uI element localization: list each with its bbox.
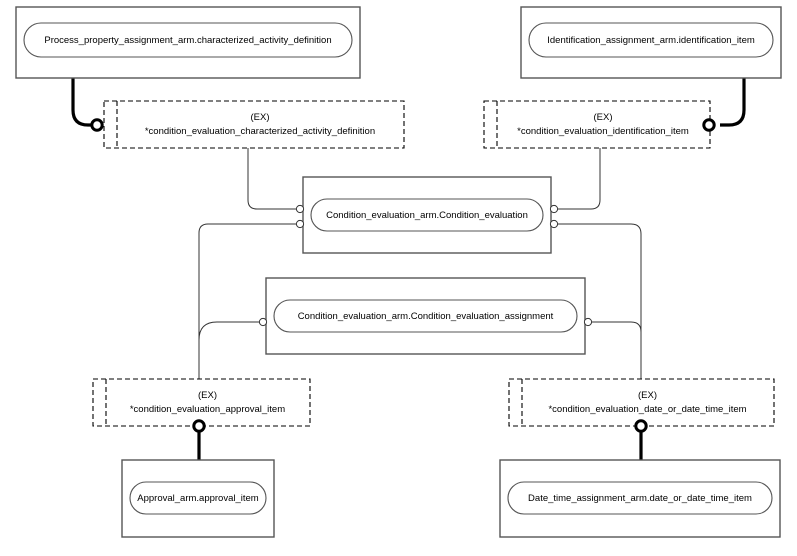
reference-box-tag: (EX) — [638, 390, 657, 401]
reference-box-ref_characterized_activity_definition[interactable]: (EX) *condition_evaluation_characterized_… — [103, 100, 405, 149]
entity-label: Condition_evaluation_arm.Condition_evalu… — [326, 210, 528, 221]
relationship-marker-layer — [90, 118, 716, 433]
entity-process_property_assignment[interactable]: Process_property_assignment_arm.characte… — [15, 6, 361, 79]
reference-box-layer: (EX) *condition_evaluation_characterized_… — [92, 100, 775, 427]
connector-conn_assignment_left_to_approval_ref — [198, 321, 260, 379]
entity-date_or_date_time_item[interactable]: Date_time_assignment_arm.date_or_date_ti… — [499, 459, 781, 538]
reference-box-tag: (EX) — [198, 390, 217, 401]
entity-pill — [23, 22, 353, 58]
reference-box-outline — [103, 100, 405, 149]
connector-conn_assignment_right_to_date_ref — [591, 321, 642, 379]
entity-pill — [507, 481, 773, 515]
connector-conn_ident_to_ref_ident — [720, 78, 746, 127]
marker-circle_ref_ident_right — [702, 118, 716, 132]
marker-circle_cond_eval_left_top — [295, 204, 305, 214]
marker-circle_cond_eval_right_bottom — [549, 219, 559, 229]
reference-box-name: *condition_evaluation_identification_ite… — [517, 126, 689, 137]
reference-box-outline — [483, 100, 711, 149]
entity-pill — [528, 22, 774, 58]
marker-circle_ref_date_bottom — [634, 419, 648, 433]
entity-label: Identification_assignment_arm.identifica… — [547, 35, 755, 46]
marker-circle_assignment_right — [583, 317, 593, 327]
reference-box-outline — [508, 378, 775, 427]
reference-box-name: *condition_evaluation_characterized_acti… — [145, 126, 375, 137]
connector-conn_ref_ident_to_cond_eval — [557, 148, 601, 210]
reference-box-name: *condition_evaluation_approval_item — [130, 404, 285, 415]
entity-pill — [273, 299, 578, 333]
entity-pill — [129, 481, 267, 515]
reference-box-tag: (EX) — [594, 112, 613, 123]
reference-box-ref_date_or_date_time_item[interactable]: (EX) *condition_evaluation_date_or_date_t… — [508, 378, 775, 427]
entity-label: Process_property_assignment_arm.characte… — [44, 35, 331, 46]
marker-circle_cond_eval_left_bottom — [295, 219, 305, 229]
reference-box-outline — [92, 378, 311, 427]
connection-layer — [71, 78, 746, 460]
entity-label: Condition_evaluation_arm.Condition_evalu… — [298, 311, 554, 322]
marker-circle_cond_eval_right_top — [549, 204, 559, 214]
entity-pill — [310, 198, 544, 232]
entity-condition_evaluation_assignment[interactable]: Condition_evaluation_arm.Condition_evalu… — [265, 277, 586, 355]
reference-box-ref_identification_item[interactable]: (EX) *condition_evaluation_identification… — [483, 100, 711, 149]
entity-label: Date_time_assignment_arm.date_or_date_ti… — [528, 493, 752, 504]
reference-box-tag: (EX) — [251, 112, 270, 123]
entity-approval_item[interactable]: Approval_arm.approval_item — [121, 459, 275, 538]
marker-circle_ref_cad_left — [90, 118, 104, 132]
reference-box-name: *condition_evaluation_date_or_date_time_… — [548, 404, 746, 415]
connector-conn_process_to_ref_cad — [71, 78, 96, 127]
entity-layer: Process_property_assignment_arm.characte… — [15, 6, 782, 538]
marker-circle_ref_approval_bottom — [192, 419, 206, 433]
connector-conn_cond_eval_right_to_date_ref — [557, 223, 642, 379]
connector-conn_cond_eval_left_to_approval_ref — [198, 223, 297, 379]
entity-identification_assignment[interactable]: Identification_assignment_arm.identifica… — [520, 6, 782, 79]
marker-circle_assignment_left — [258, 317, 268, 327]
entity-condition_evaluation[interactable]: Condition_evaluation_arm.Condition_evalu… — [302, 176, 552, 254]
reference-box-ref_approval_item[interactable]: (EX) *condition_evaluation_approval_item — [92, 378, 311, 427]
connector-conn_ref_cad_to_cond_eval — [247, 148, 297, 210]
entity-label: Approval_arm.approval_item — [137, 493, 259, 504]
